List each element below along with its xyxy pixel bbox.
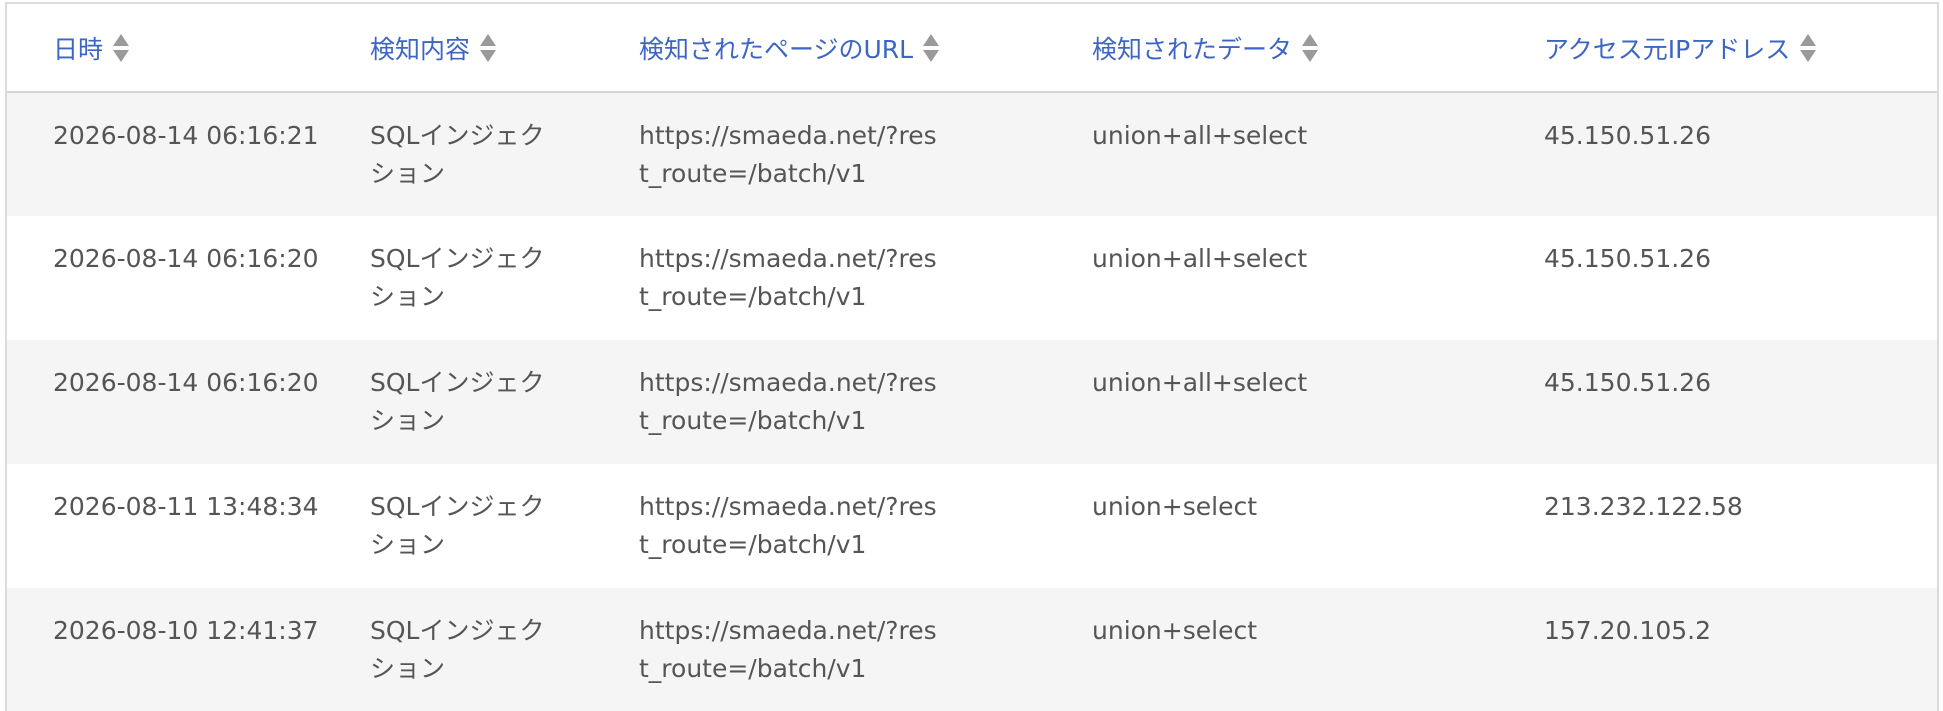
cell-detection-type: SQLインジェクション — [370, 121, 545, 188]
cell-source-ip: 45.150.51.26 — [1544, 244, 1711, 273]
cell-detected-data: union+select — [1092, 492, 1258, 521]
cell-url: https://smaeda.net/?rest_route=/batch/v1 — [639, 121, 937, 188]
table-row: 2026-08-14 06:16:21 SQLインジェクション https://… — [7, 92, 1937, 216]
detection-log-table-frame: 日時 検知内容 — [5, 2, 1939, 711]
cell-datetime: 2026-08-14 06:16:20 — [53, 368, 319, 397]
sort-icon[interactable] — [480, 33, 497, 63]
cell-source-ip: 157.20.105.2 — [1544, 616, 1711, 645]
column-header-label: 検知されたページのURL — [639, 34, 914, 64]
cell-detection-type: SQLインジェクション — [370, 368, 545, 435]
cell-detected-data: union+select — [1092, 616, 1258, 645]
column-header-detected-data[interactable]: 検知されたデータ — [1088, 4, 1540, 93]
table-row: 2026-08-11 13:48:34 SQLインジェクション https://… — [7, 464, 1937, 588]
column-header-label: 日時 — [53, 34, 104, 64]
cell-url: https://smaeda.net/?rest_route=/batch/v1 — [639, 492, 937, 559]
cell-detected-data: union+all+select — [1092, 244, 1308, 273]
column-header-label: 検知内容 — [370, 34, 471, 64]
table-body: 2026-08-14 06:16:21 SQLインジェクション https://… — [7, 92, 1937, 711]
cell-detected-data: union+all+select — [1092, 368, 1308, 397]
column-header-url[interactable]: 検知されたページのURL — [635, 4, 1088, 93]
column-header-datetime[interactable]: 日時 — [7, 4, 366, 93]
sort-icon[interactable] — [923, 33, 940, 63]
cell-detection-type: SQLインジェクション — [370, 244, 545, 311]
cell-datetime: 2026-08-14 06:16:20 — [53, 244, 319, 273]
sort-icon[interactable] — [113, 33, 130, 63]
cell-url: https://smaeda.net/?rest_route=/batch/v1 — [639, 368, 937, 435]
column-header-label: 検知されたデータ — [1092, 34, 1293, 64]
table-row: 2026-08-14 06:16:20 SQLインジェクション https://… — [7, 340, 1937, 464]
cell-source-ip: 45.150.51.26 — [1544, 368, 1711, 397]
column-header-label: アクセス元IPアドレス — [1544, 34, 1791, 64]
cell-detected-data: union+all+select — [1092, 121, 1308, 150]
cell-detection-type: SQLインジェクション — [370, 616, 545, 683]
cell-url: https://smaeda.net/?rest_route=/batch/v1 — [639, 616, 937, 683]
table-row: 2026-08-10 12:41:37 SQLインジェクション https://… — [7, 588, 1937, 711]
cell-datetime: 2026-08-11 13:48:34 — [53, 492, 319, 521]
detection-log-table: 日時 検知内容 — [7, 4, 1937, 711]
cell-url: https://smaeda.net/?rest_route=/batch/v1 — [639, 244, 937, 311]
sort-icon[interactable] — [1800, 33, 1817, 63]
cell-source-ip: 45.150.51.26 — [1544, 121, 1711, 150]
column-header-source-ip[interactable]: アクセス元IPアドレス — [1540, 4, 1937, 93]
column-header-detection-type[interactable]: 検知内容 — [366, 4, 635, 93]
cell-datetime: 2026-08-14 06:16:21 — [53, 121, 319, 150]
table-row: 2026-08-14 06:16:20 SQLインジェクション https://… — [7, 216, 1937, 340]
sort-icon[interactable] — [1302, 33, 1319, 63]
cell-detection-type: SQLインジェクション — [370, 492, 545, 559]
cell-source-ip: 213.232.122.58 — [1544, 492, 1743, 521]
cell-datetime: 2026-08-10 12:41:37 — [53, 616, 319, 645]
header-row: 日時 検知内容 — [7, 4, 1937, 93]
table-header: 日時 検知内容 — [7, 4, 1937, 93]
